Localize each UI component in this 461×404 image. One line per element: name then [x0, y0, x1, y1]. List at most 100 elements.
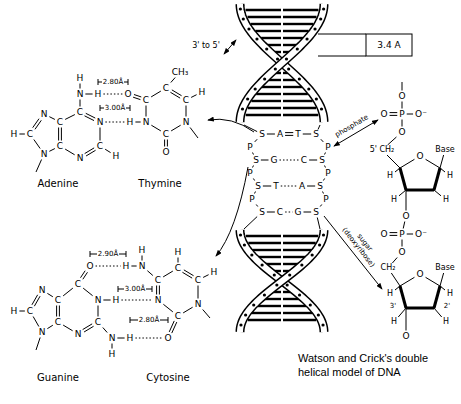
atom-symbol: C — [174, 312, 181, 321]
dimension-line — [318, 34, 366, 56]
base-pair-rung — [283, 249, 311, 251]
base-pair-rung — [283, 305, 306, 307]
bond-distance: 2.90Å — [97, 251, 118, 258]
helix-strand — [239, 230, 325, 332]
chemical-bond — [36, 160, 42, 173]
chemical-bond — [151, 125, 160, 131]
atom-symbol: C — [94, 318, 101, 327]
strand-letter: S — [317, 182, 324, 191]
chemical-bond — [112, 344, 113, 349]
backbone-dot — [317, 313, 320, 316]
chemical-bond — [172, 90, 182, 96]
backbone-dot — [288, 273, 291, 276]
atom-symbol: N — [138, 262, 146, 271]
strand-letter: S — [255, 182, 262, 191]
chemical-bond — [406, 307, 434, 310]
chemical-bond — [186, 106, 187, 117]
backbone-dot — [298, 293, 301, 296]
strand-outline — [240, 4, 324, 122]
chemical-bond — [400, 168, 406, 190]
chemical-bond — [323, 179, 324, 181]
atom-symbol: N — [76, 90, 84, 99]
base-pair-rung — [283, 256, 305, 258]
chemical-bond — [402, 240, 403, 247]
backbone-dot — [305, 37, 308, 40]
chemical-bond — [59, 306, 60, 317]
chemical-bond — [261, 160, 269, 161]
atom-symbol: C — [56, 142, 63, 151]
atom-symbol: N — [38, 328, 46, 337]
base-pair-rung — [283, 100, 313, 102]
chemical-bond — [254, 192, 256, 194]
strand-fill — [240, 230, 324, 332]
chemical-bond — [156, 286, 157, 295]
chemical-bond — [252, 166, 254, 168]
atom-symbol: C — [162, 130, 169, 139]
atom-symbol: O — [416, 152, 424, 161]
chemical-bond — [86, 113, 95, 118]
atom-symbol: N — [108, 334, 116, 343]
atom-symbol: O — [124, 90, 132, 99]
backbone-dot — [243, 243, 246, 246]
atom-symbol: N — [38, 286, 46, 295]
chemical-bond — [84, 326, 93, 332]
strand-outline — [240, 230, 324, 332]
chemical-bond — [406, 190, 407, 211]
chemical-bond — [100, 128, 101, 141]
backbone-dot — [296, 47, 299, 50]
chemical-bond — [402, 120, 403, 127]
atom-symbol: N — [182, 118, 190, 127]
chemical-bond — [63, 288, 73, 296]
atom-symbol: O — [380, 230, 388, 239]
chemical-bond — [426, 277, 440, 286]
backbone-dot — [241, 107, 244, 110]
strand-letter: S — [319, 156, 326, 165]
atom-symbol: H — [112, 296, 120, 305]
atom-symbol: H — [386, 290, 393, 298]
backbone-dot — [252, 303, 255, 306]
chemical-bond — [34, 296, 40, 306]
atom-symbol: C — [162, 84, 169, 93]
chemical-bond — [303, 212, 311, 213]
backbone-dot — [263, 77, 266, 80]
chemical-bond — [255, 139, 257, 142]
chemical-bond — [56, 306, 57, 317]
backbone-dot — [274, 67, 277, 70]
base-pair-rung — [283, 23, 313, 25]
backbone-dot — [239, 323, 242, 326]
atom-symbol: C — [154, 276, 161, 285]
helix-strand — [240, 4, 325, 122]
atom-symbol: P — [399, 110, 405, 119]
atom-symbol: C — [74, 280, 81, 289]
backbone-dot — [309, 303, 312, 306]
backbone-dot — [263, 293, 266, 296]
strand-letter: G — [270, 156, 278, 165]
base-pair-rung — [251, 100, 281, 102]
chemical-bond — [85, 148, 94, 154]
hydrogen-bond — [279, 160, 298, 161]
atom-symbol: H — [446, 172, 453, 180]
chemical-bond — [190, 128, 198, 139]
atom-symbol: N — [76, 154, 84, 163]
backbone-dot — [239, 7, 242, 10]
strand-letter: A — [298, 182, 305, 191]
direction-label: 3' to 5' — [192, 42, 221, 50]
base-pair-rung — [283, 93, 308, 95]
atom-symbol: C — [76, 108, 83, 117]
atom-symbol: H — [138, 246, 146, 255]
atom-symbol: H — [122, 262, 130, 271]
atom-symbol: CH₃ — [171, 68, 189, 77]
backbone-dot — [300, 263, 303, 266]
chemical-bond — [33, 119, 39, 128]
chemical-bond — [321, 139, 323, 142]
chemical-bond — [58, 128, 59, 141]
chemical-bond — [256, 205, 258, 207]
backbone-dot — [261, 263, 264, 266]
strand-outline — [240, 230, 324, 332]
chemical-bond — [163, 271, 173, 277]
atom-symbol: H — [442, 318, 449, 326]
distance-bracket — [98, 79, 128, 85]
chemical-bond — [406, 189, 434, 192]
chemical-bond — [324, 166, 326, 168]
